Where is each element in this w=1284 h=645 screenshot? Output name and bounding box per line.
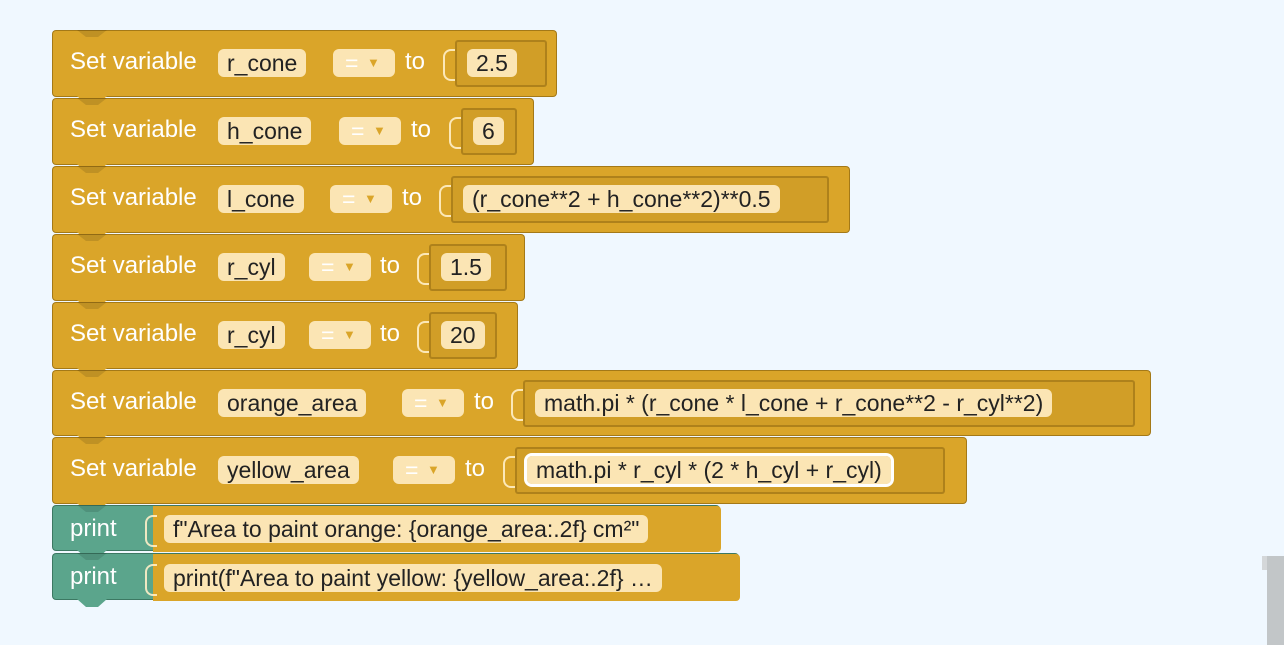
dropdown-arrow-icon: ▼: [373, 123, 386, 138]
value-field[interactable]: 6: [473, 117, 504, 145]
to-label: to: [411, 116, 432, 143]
operator-value: =: [321, 254, 335, 280]
operator-dropdown[interactable]: = ▼: [393, 456, 455, 484]
variable-name-field[interactable]: r_cyl: [218, 253, 285, 281]
set-variable-block-l-cone[interactable]: Set variable l_cone = ▼ to (r_cone**2 + …: [52, 166, 850, 240]
value-field[interactable]: (r_cone**2 + h_cone**2)**0.5: [463, 185, 780, 213]
block-notch: [77, 553, 107, 560]
operator-dropdown[interactable]: = ▼: [309, 253, 371, 281]
set-variable-label: Set variable: [70, 455, 197, 482]
value-field[interactable]: 20: [441, 321, 485, 349]
operator-value: =: [342, 186, 356, 212]
block-notch: [77, 437, 107, 444]
input-connector: [439, 185, 451, 217]
value-field[interactable]: math.pi * r_cyl * (2 * h_cyl + r_cyl): [524, 453, 894, 487]
block-notch: [77, 166, 107, 173]
print-block-orange[interactable]: print f"Area to paint orange: {orange_ar…: [52, 505, 721, 558]
input-connector: [145, 515, 157, 547]
operator-dropdown[interactable]: = ▼: [309, 321, 371, 349]
print-block-yellow[interactable]: print print(f"Area to paint yellow: {yel…: [52, 553, 740, 607]
print-label: print: [70, 563, 117, 590]
set-variable-label: Set variable: [70, 388, 197, 415]
value-slot-selected[interactable]: math.pi * r_cyl * (2 * h_cyl + r_cyl): [515, 447, 945, 494]
operator-value: =: [351, 118, 365, 144]
set-variable-label: Set variable: [70, 116, 197, 143]
value-slot[interactable]: 2.5: [455, 40, 547, 87]
trash-can-icon[interactable]: [1267, 556, 1284, 645]
value-field[interactable]: 2.5: [467, 49, 517, 77]
input-connector: [443, 49, 455, 81]
set-variable-block-yellow-area[interactable]: Set variable yellow_area = ▼ to math.pi …: [52, 437, 967, 511]
set-variable-block-r-cyl[interactable]: Set variable r_cyl = ▼ to 1.5: [52, 234, 525, 308]
to-label: to: [474, 388, 495, 415]
to-label: to: [402, 184, 423, 211]
print-value-field[interactable]: print(f"Area to paint yellow: {yellow_ar…: [164, 564, 662, 592]
operator-dropdown[interactable]: = ▼: [402, 389, 464, 417]
dropdown-arrow-icon: ▼: [343, 327, 356, 342]
value-slot[interactable]: 6: [461, 108, 517, 155]
set-variable-label: Set variable: [70, 252, 197, 279]
variable-name-field[interactable]: r_cone: [218, 49, 307, 77]
set-variable-label: Set variable: [70, 184, 197, 211]
value-slot[interactable]: math.pi * (r_cone * l_cone + r_cone**2 -…: [523, 380, 1135, 427]
variable-name-field[interactable]: orange_area: [218, 389, 367, 417]
input-connector: [449, 117, 461, 149]
input-connector: [417, 253, 429, 285]
block-notch: [77, 505, 107, 512]
operator-value: =: [321, 322, 335, 348]
value-slot[interactable]: (r_cone**2 + h_cone**2)**0.5: [451, 176, 829, 223]
value-slot[interactable]: 20: [429, 312, 497, 359]
input-connector: [503, 456, 515, 488]
to-label: to: [380, 252, 401, 279]
operator-dropdown[interactable]: = ▼: [339, 117, 401, 145]
set-variable-block-r-cone[interactable]: Set variable r_cone = ▼ to 2.5: [52, 30, 557, 104]
value-slot[interactable]: 1.5: [429, 244, 507, 291]
dropdown-arrow-icon: ▼: [427, 462, 440, 477]
value-field[interactable]: 1.5: [441, 253, 491, 281]
block-notch: [77, 302, 107, 309]
set-variable-block-orange-area[interactable]: Set variable orange_area = ▼ to math.pi …: [52, 370, 1151, 443]
dropdown-arrow-icon: ▼: [364, 191, 377, 206]
operator-dropdown[interactable]: = ▼: [330, 185, 392, 213]
input-connector: [417, 321, 429, 353]
block-tab: [77, 599, 107, 607]
operator-value: =: [405, 457, 419, 483]
input-connector: [145, 564, 157, 596]
variable-name-field[interactable]: l_cone: [218, 185, 304, 213]
set-variable-block-h-cone[interactable]: Set variable h_cone = ▼ to 6: [52, 98, 534, 172]
operator-dropdown[interactable]: = ▼: [333, 49, 395, 77]
to-label: to: [380, 320, 401, 347]
block-notch: [77, 370, 107, 377]
operator-value: =: [345, 50, 359, 76]
set-variable-block-r-cyl-2[interactable]: Set variable r_cyl = ▼ to 20: [52, 302, 518, 376]
print-value-field[interactable]: f"Area to paint orange: {orange_area:.2f…: [164, 515, 649, 543]
set-variable-label: Set variable: [70, 320, 197, 347]
print-label: print: [70, 515, 117, 542]
dropdown-arrow-icon: ▼: [343, 259, 356, 274]
to-label: to: [465, 455, 486, 482]
operator-value: =: [414, 390, 428, 416]
to-label: to: [405, 48, 426, 75]
set-variable-label: Set variable: [70, 48, 197, 75]
dropdown-arrow-icon: ▼: [367, 55, 380, 70]
block-notch: [77, 234, 107, 241]
variable-name-field[interactable]: h_cone: [218, 117, 312, 145]
input-connector: [511, 389, 523, 421]
block-notch: [77, 30, 107, 37]
value-field[interactable]: math.pi * (r_cone * l_cone + r_cone**2 -…: [535, 389, 1053, 417]
block-notch: [77, 98, 107, 105]
variable-name-field[interactable]: yellow_area: [218, 456, 359, 484]
dropdown-arrow-icon: ▼: [436, 395, 449, 410]
variable-name-field[interactable]: r_cyl: [218, 321, 285, 349]
